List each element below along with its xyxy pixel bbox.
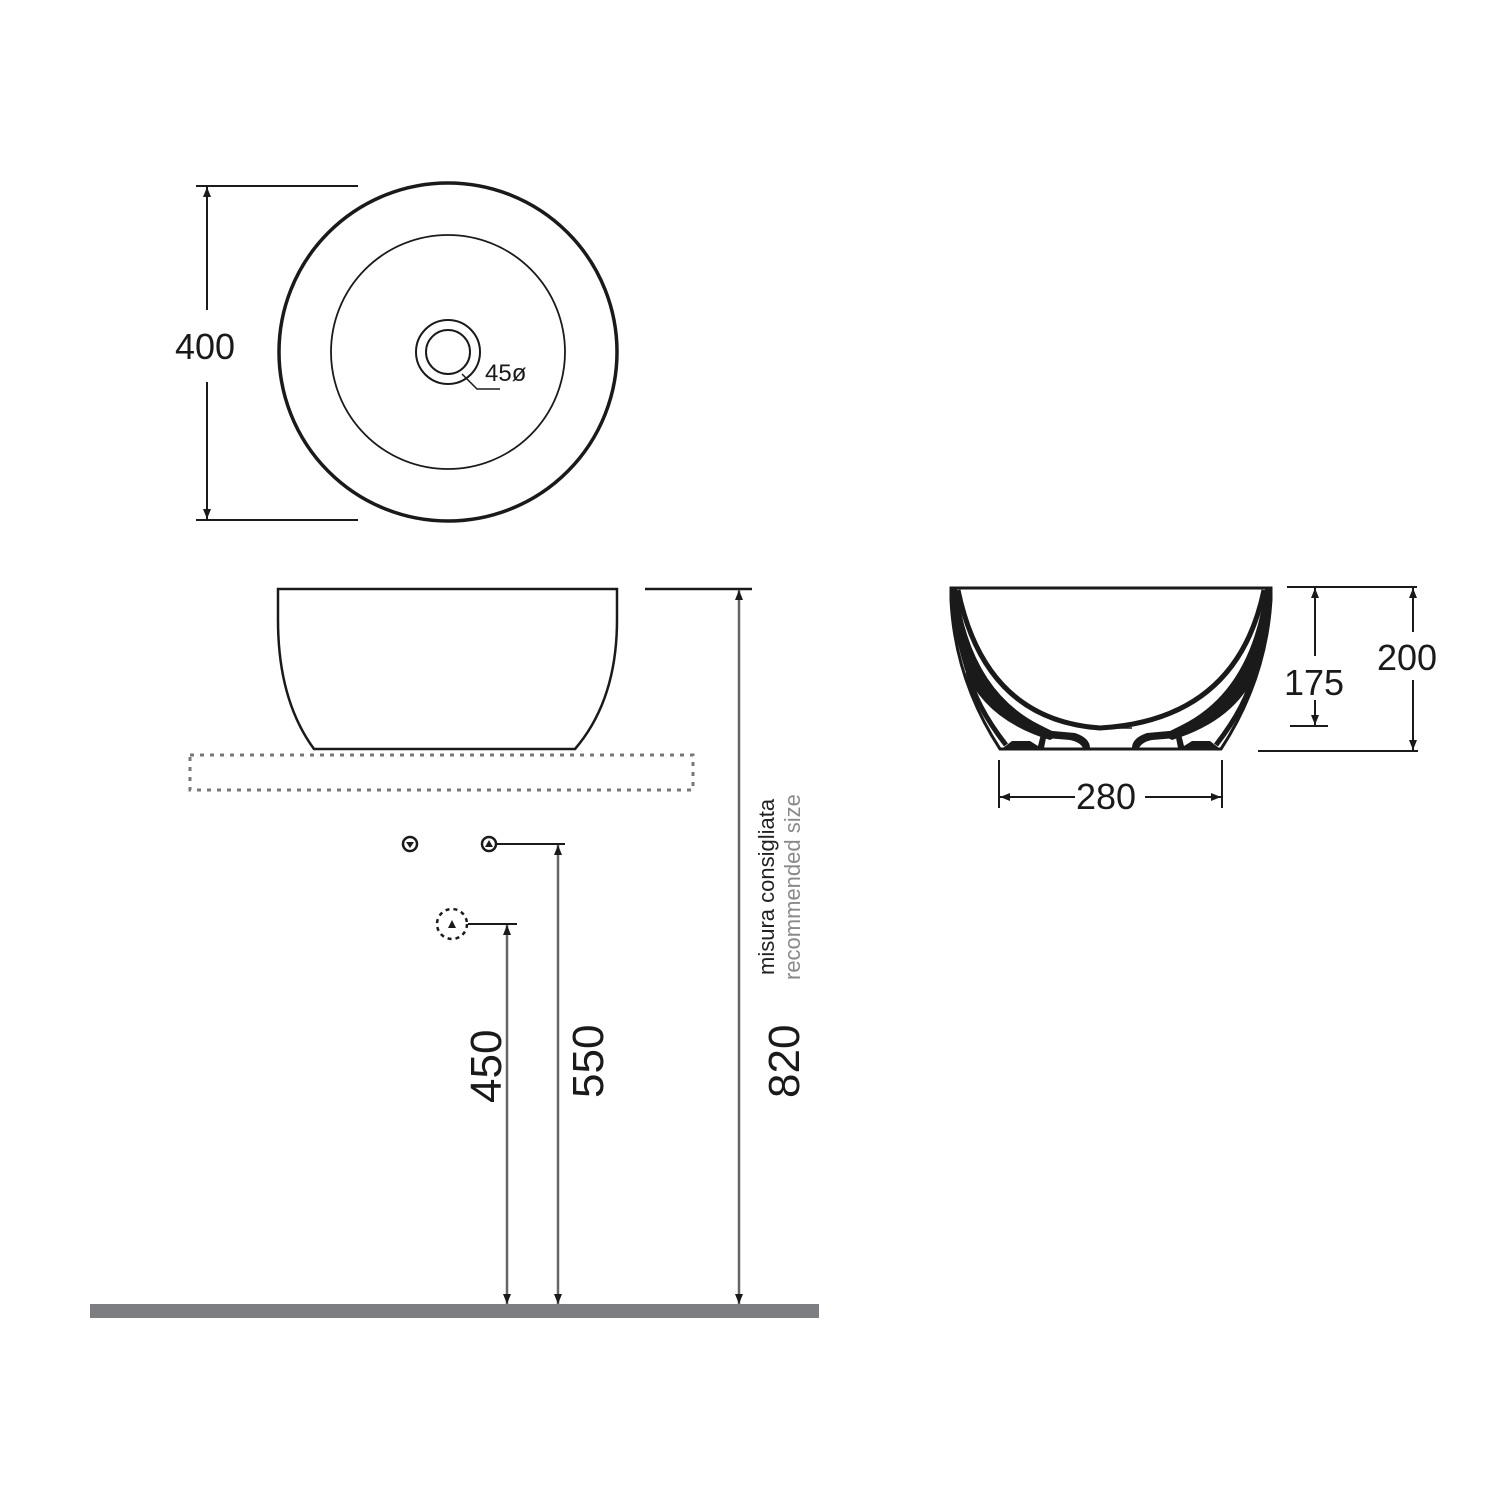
drain-diameter-label: 45ø (485, 360, 527, 387)
waste-outlet-icon (435, 907, 469, 941)
basin-section-right-slot (1214, 671, 1257, 747)
hot-water-supply-icon (480, 835, 498, 853)
basin-outer-rim (277, 181, 619, 523)
floor-line (90, 1304, 819, 1318)
recommended-height-label: 820 (760, 1025, 809, 1098)
base-width-label: 280 (1076, 776, 1136, 817)
basin-section-base-right-foot (1132, 730, 1219, 748)
waste-height-label: 450 (462, 1030, 511, 1103)
basin-section-left-slot (965, 671, 1008, 747)
drain-leader-line (461, 373, 500, 390)
top-view: 45ø 400 (175, 181, 619, 523)
basin-section-base-left-foot (1003, 730, 1090, 748)
recommended-size-note-english: recommended size (780, 794, 805, 980)
recommended-size-note-italian: misura consigliata (754, 798, 779, 975)
basin-section-left-wall (951, 588, 1060, 740)
front-view: 550 450 820 misura consigliata recommend… (90, 587, 819, 1318)
diameter-label: 400 (175, 326, 235, 367)
inner-depth-label: 175 (1284, 662, 1344, 703)
drain-inner-ring (425, 329, 471, 375)
cold-water-supply-icon (401, 835, 419, 853)
section-view: 280 175 200 (949, 586, 1437, 817)
drain-outer-ring (415, 319, 481, 385)
basin-front-profile (276, 587, 619, 751)
basin-section-right-wall (1162, 588, 1271, 740)
basin-inner-bowl (330, 234, 566, 470)
total-height-label: 200 (1377, 637, 1437, 678)
countertop-outline (188, 753, 695, 792)
supply-height-label: 550 (564, 1025, 613, 1098)
